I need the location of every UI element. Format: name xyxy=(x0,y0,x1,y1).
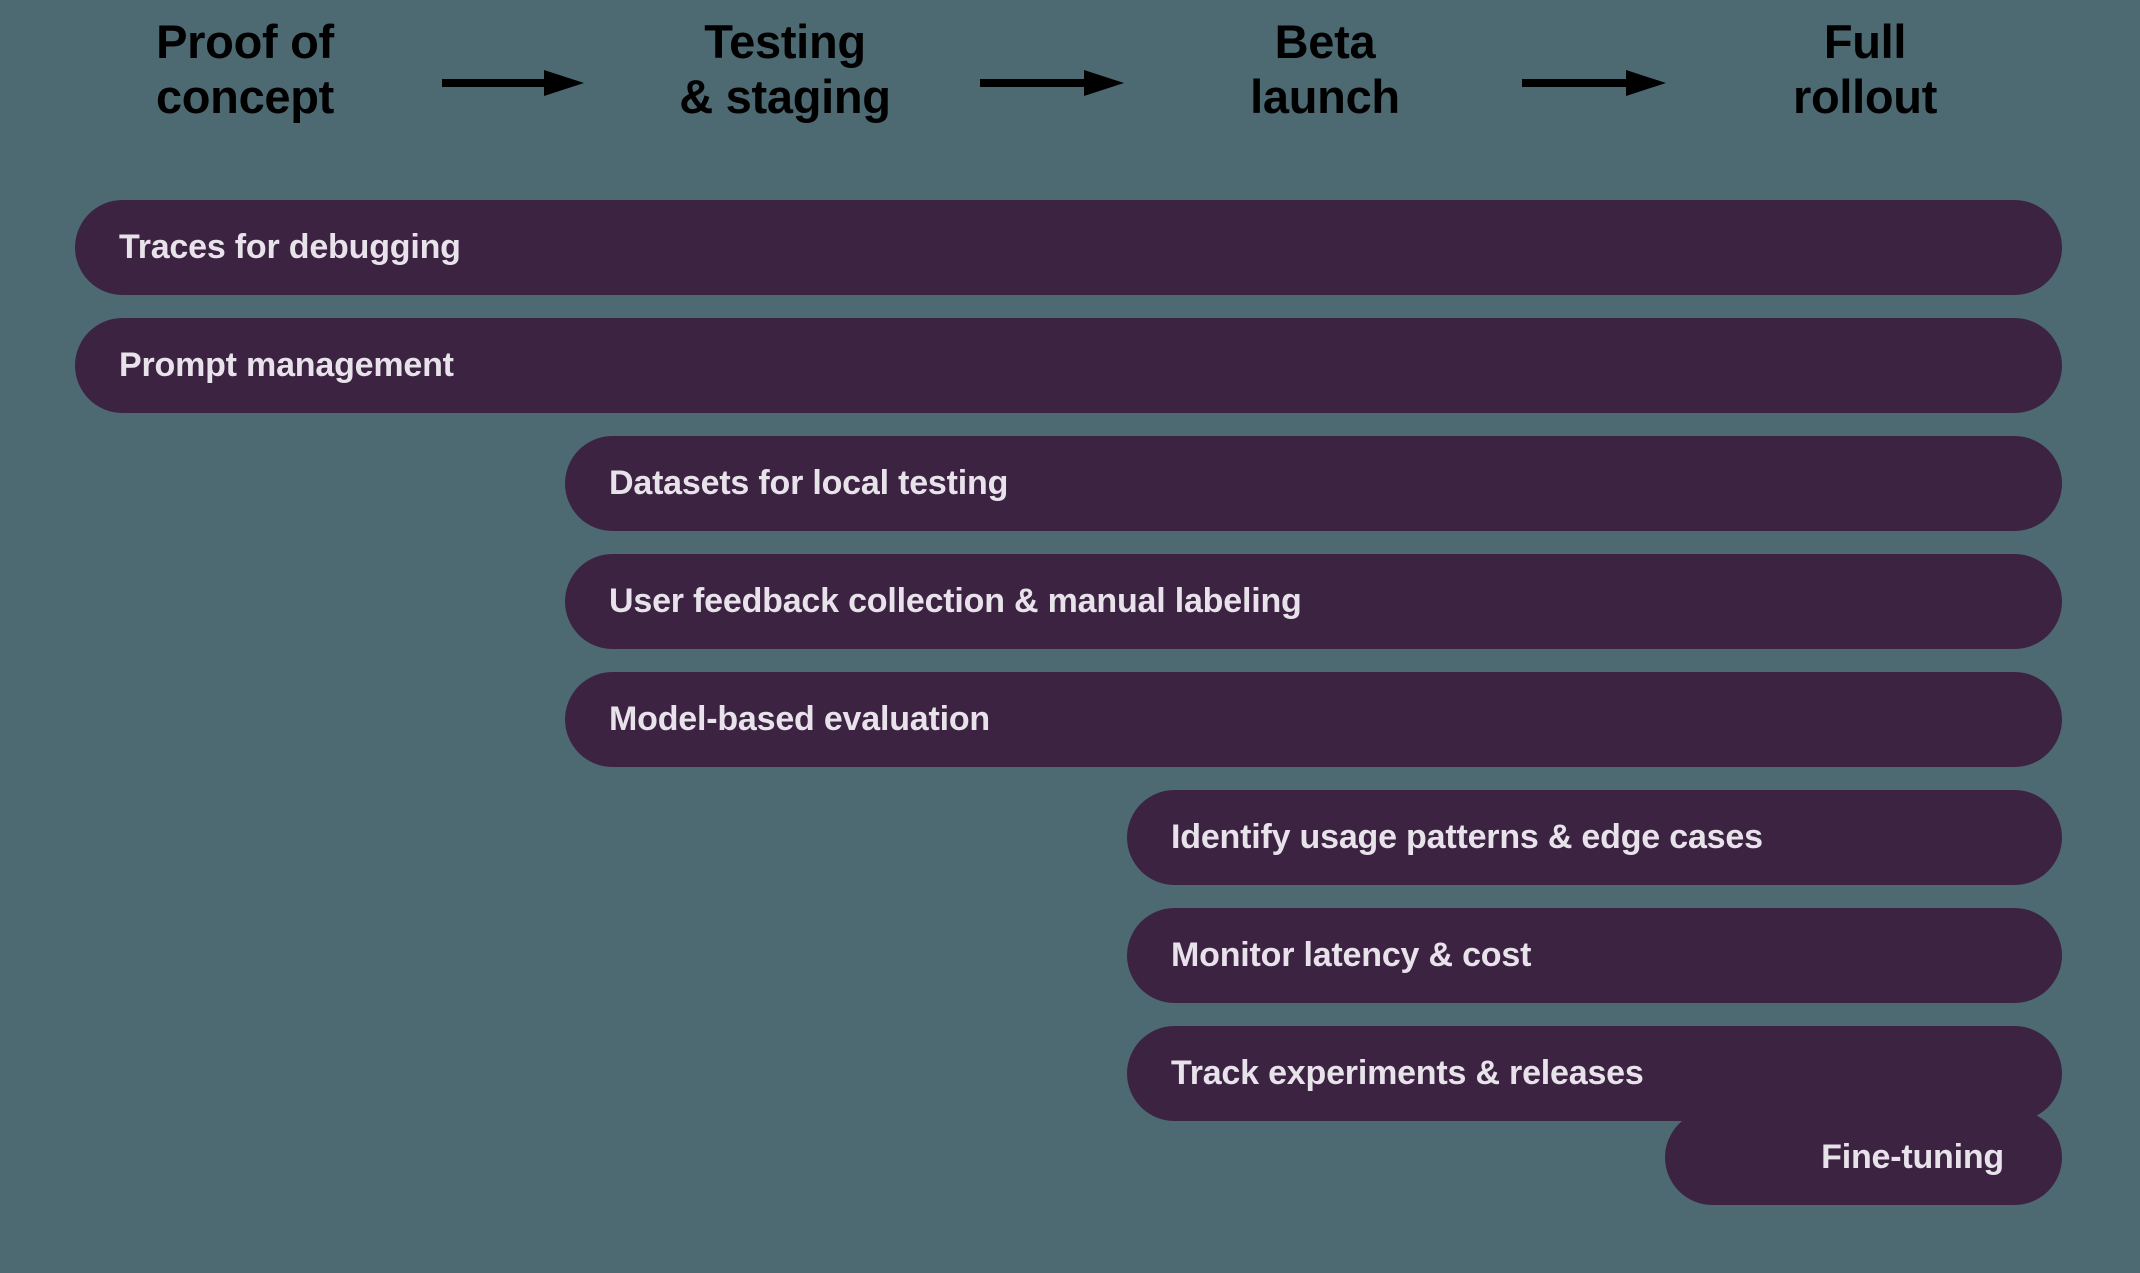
bar-label: Identify usage patterns & edge cases xyxy=(1171,818,1763,856)
phase-label-line1: Proof of xyxy=(156,15,334,68)
bar-label: Datasets for local testing xyxy=(609,464,1009,502)
bar-fine-tuning[interactable]: Fine-tuning xyxy=(1665,1110,2062,1205)
bar-label: Monitor latency & cost xyxy=(1171,936,1532,974)
bar-traces-for-debugging[interactable]: Traces for debugging xyxy=(75,200,2062,295)
arrow-beta-to-rollout-icon xyxy=(1522,68,1666,98)
phase-label-line1: Beta xyxy=(1274,15,1376,68)
phase-label-line1: Testing xyxy=(704,15,866,68)
bar-monitor-latency-and-cost[interactable]: Monitor latency & cost xyxy=(1127,908,2062,1003)
bar-model-based-evaluation[interactable]: Model-based evaluation xyxy=(565,672,2062,767)
bar-label: Prompt management xyxy=(119,346,454,384)
phase-label-testing-and-staging: Testing& staging xyxy=(575,14,995,125)
bar-prompt-management[interactable]: Prompt management xyxy=(75,318,2062,413)
bar-identify-usage-patterns[interactable]: Identify usage patterns & edge cases xyxy=(1127,790,2062,885)
phase-label-line2: & staging xyxy=(679,70,891,124)
bar-user-feedback-collection[interactable]: User feedback collection & manual labeli… xyxy=(565,554,2062,649)
bar-label: Fine-tuning xyxy=(1821,1138,2004,1176)
phase-label-line1: Full xyxy=(1823,15,1907,68)
phase-label-line2: launch xyxy=(1250,70,1400,124)
phase-label-line2: concept xyxy=(155,70,335,124)
phase-label-line2: rollout xyxy=(1792,70,1938,124)
bar-label: Traces for debugging xyxy=(119,228,461,266)
arrow-poc-to-testing-icon xyxy=(442,68,584,98)
arrow-testing-to-beta-icon xyxy=(980,68,1124,98)
bar-label: Track experiments & releases xyxy=(1171,1054,1644,1092)
bar-label: User feedback collection & manual labeli… xyxy=(609,582,1302,620)
bar-track-experiments-and-releases[interactable]: Track experiments & releases xyxy=(1127,1026,2062,1121)
bar-datasets-for-local-testing[interactable]: Datasets for local testing xyxy=(565,436,2062,531)
bar-label: Model-based evaluation xyxy=(609,700,991,738)
